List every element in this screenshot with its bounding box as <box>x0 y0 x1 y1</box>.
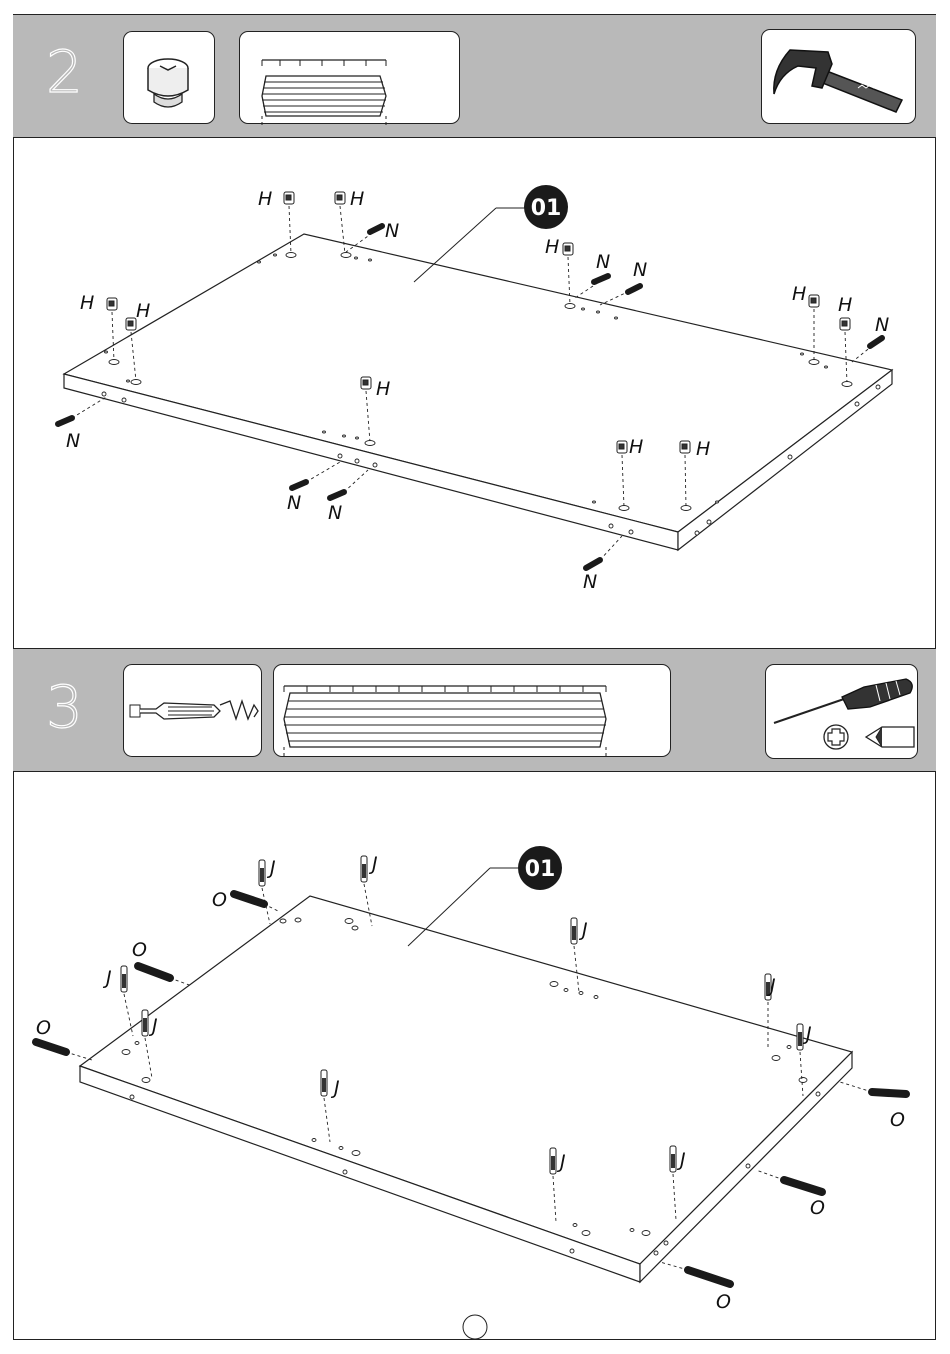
screwdriver-icon <box>766 665 919 760</box>
cam-lock-icon <box>124 32 216 125</box>
hammer-icon <box>762 30 917 125</box>
cam-bolt-box <box>123 664 262 757</box>
ruler-gauge-box-step3 <box>273 664 671 757</box>
screwdriver-box <box>765 664 918 759</box>
hammer-box <box>761 29 916 124</box>
cam-lock-box <box>123 31 215 124</box>
ruler-gauge-icon <box>274 665 672 758</box>
ruler-gauge-icon <box>240 32 461 125</box>
ruler-gauge-box-step2 <box>239 31 460 124</box>
step-2-number: 2 <box>46 43 83 101</box>
cam-bolt-icon <box>124 665 263 758</box>
step-3-number: 3 <box>46 678 83 736</box>
